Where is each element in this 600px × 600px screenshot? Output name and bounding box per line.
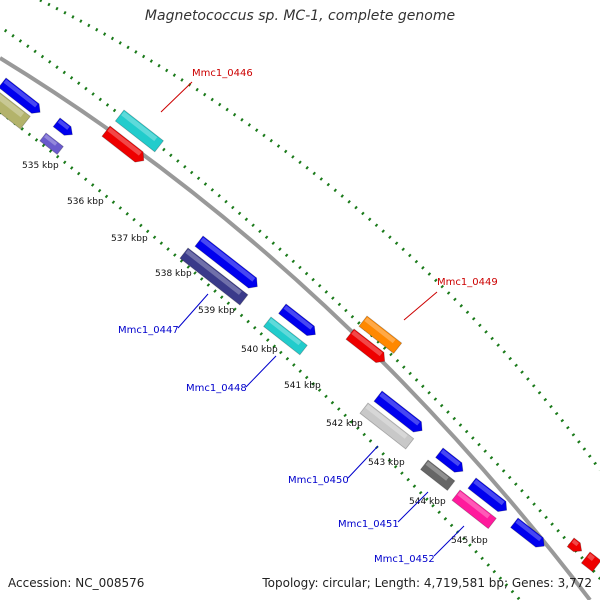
- feature-block-red-edge[interactable]: [566, 537, 585, 555]
- tick-label: 542 kbp: [326, 419, 363, 429]
- outer-dotted-track: [0, 25, 600, 581]
- feature-layer: [0, 77, 600, 573]
- feature-block-blue-1[interactable]: [0, 77, 44, 117]
- feature-block-blue-2[interactable]: [52, 117, 76, 139]
- feature-mmc1-0447-navy[interactable]: [179, 247, 249, 306]
- tick-label: 539 kbp: [198, 306, 235, 316]
- gene-label[interactable]: Mmc1_0446: [192, 68, 253, 79]
- gene-label-leader-line: [347, 445, 379, 479]
- feature-block-blue-4[interactable]: [373, 390, 426, 436]
- feature-block-blue-6[interactable]: [467, 477, 511, 515]
- feature-mmc1-0448[interactable]: [263, 316, 308, 356]
- topology-summary: Topology: circular; Length: 4,719,581 bp…: [262, 576, 592, 590]
- gene-label[interactable]: Mmc1_0448: [186, 383, 247, 394]
- feature-mmc1-0451[interactable]: [420, 459, 456, 491]
- gene-label-leader-line: [433, 525, 465, 557]
- map-title: Magnetococcus sp. MC-1, complete genome: [144, 8, 456, 24]
- tick-label: 541 kbp: [284, 381, 321, 391]
- feature-mmc1-0450[interactable]: [359, 402, 415, 450]
- feature-mmc1-0449-red[interactable]: [345, 328, 389, 366]
- feature-block-blue-7[interactable]: [510, 517, 548, 551]
- feature-mmc1-0446-cyan[interactable]: [114, 109, 164, 153]
- tick-label: 545 kbp: [451, 536, 488, 546]
- gene-label[interactable]: Mmc1_0450: [288, 475, 349, 486]
- feature-block-slate[interactable]: [39, 132, 64, 155]
- gene-label-leader-line: [403, 291, 438, 321]
- feature-mmc1-0447-blue[interactable]: [194, 235, 261, 292]
- genome-backbone: [0, 56, 592, 600]
- tick-label: 535 kbp: [22, 161, 59, 171]
- feature-mmc1-0446-red[interactable]: [101, 125, 148, 166]
- tick-label: 536 kbp: [67, 197, 104, 207]
- gene-label-leader-line: [177, 293, 209, 329]
- feature-block-blue-3[interactable]: [278, 303, 319, 339]
- tick-label: 544 kbp: [409, 497, 446, 507]
- gene-label[interactable]: Mmc1_0452: [374, 554, 435, 565]
- tick-layer: 535 kbp 536 kbp 537 kbp 538 kbp 539 kbp 540 k…: [22, 161, 488, 546]
- feature-block-blue-5[interactable]: [435, 447, 467, 476]
- tick-label: 538 kbp: [155, 269, 192, 279]
- feature-mmc1-0449-orange[interactable]: [358, 315, 403, 354]
- gene-label-leader-line: [245, 355, 277, 388]
- gene-label[interactable]: Mmc1_0447: [118, 325, 179, 336]
- feature-mmc1-0452[interactable]: [451, 489, 497, 530]
- gene-label[interactable]: Mmc1_0449: [437, 277, 498, 288]
- gene-label-leader-line: [160, 81, 193, 113]
- accession-text: Accession: NC_008576: [8, 576, 145, 590]
- gene-label[interactable]: Mmc1_0451: [338, 519, 399, 530]
- feature-block-olive[interactable]: [0, 87, 31, 130]
- tick-label: 543 kbp: [368, 458, 405, 468]
- tick-label: 540 kbp: [241, 345, 278, 355]
- tick-label: 537 kbp: [111, 234, 148, 244]
- gene-label-leader-line: [397, 491, 429, 523]
- gene-label-layer: Mmc1_0446Mmc1_0449Mmc1_0447Mmc1_0448Mmc1…: [118, 68, 498, 565]
- inner-dotted-track: [0, 110, 522, 600]
- feature-block-red-edge-2[interactable]: [580, 551, 600, 573]
